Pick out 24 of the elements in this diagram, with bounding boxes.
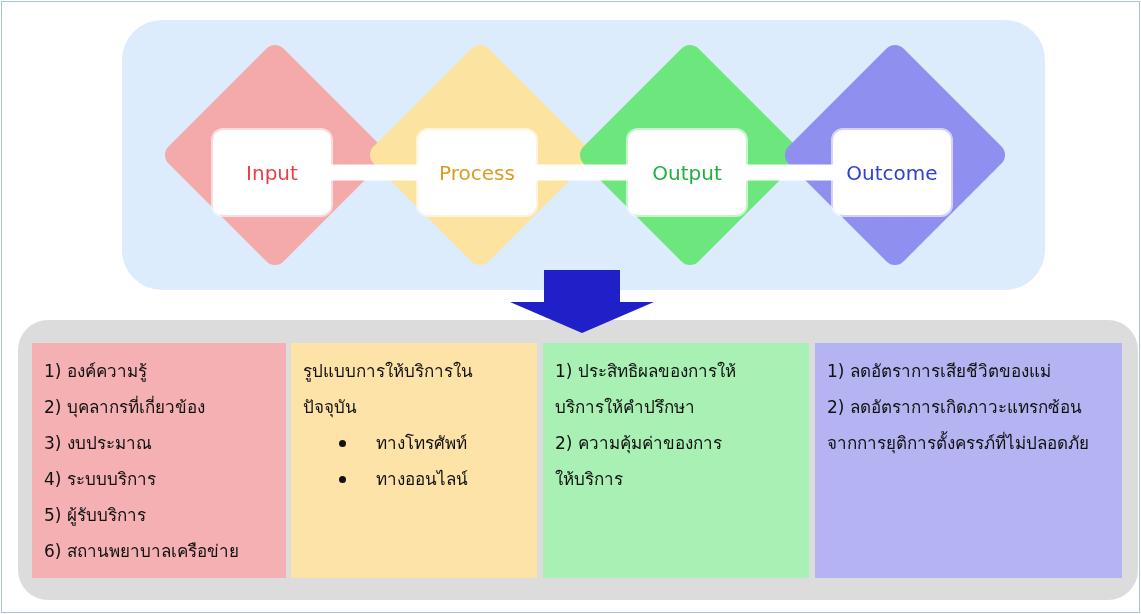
- content-card: [32, 343, 286, 578]
- panel-background: [122, 20, 1045, 290]
- panel-background: [18, 320, 1138, 600]
- content-card: [291, 343, 537, 578]
- list-item: 6) สถานพยาบาลเครือข่าย: [44, 540, 240, 563]
- bullet-item: ทางโทรศัพท์: [376, 432, 467, 455]
- stage-label: Process: [418, 130, 536, 215]
- description-text: รูปแบบการให้บริการในปัจจุบัน: [303, 360, 474, 420]
- list-item: 2) บุคลากรที่เกี่ยวข้อง: [44, 394, 206, 420]
- list-item: 5) ผู้รับบริการ: [44, 504, 147, 528]
- block-arrow: [510, 270, 654, 333]
- list-item: 1) ลดอัตราการเสียชีวิตของแม่: [827, 360, 1052, 383]
- list-item: 4) ระบบบริการ: [44, 468, 157, 491]
- bullet-item: ทางออนไลน์: [376, 468, 468, 491]
- stage-label: Outcome: [833, 130, 951, 215]
- list-item: 3) งบประมาณ: [44, 432, 153, 455]
- list-item: 1) ประสิทธิผลของการให้บริการให้คำปรึกษา: [555, 360, 737, 419]
- stage-label: Output: [628, 130, 746, 215]
- list-item: 2) ความคุ้มค่าของการให้บริการ: [555, 432, 723, 491]
- stage-label: Input: [213, 130, 331, 215]
- content-card: [543, 343, 809, 578]
- list-item: 2) ลดอัตราการเกิดภาวะแทรกซ้อนจากการยุติการตั้งครรภ์ที่ไม่ปลอดภัย: [827, 396, 1090, 456]
- list-item: 1) องค์ความรู้: [44, 360, 148, 384]
- content-card: [815, 343, 1122, 578]
